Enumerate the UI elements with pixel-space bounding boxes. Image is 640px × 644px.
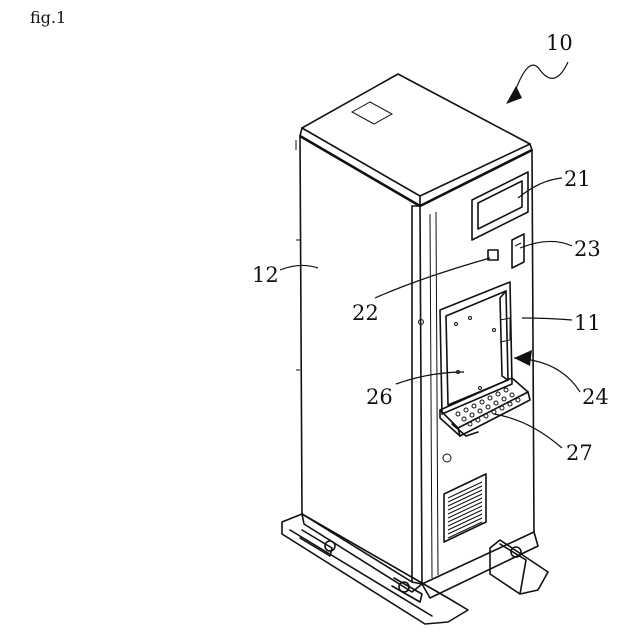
ref-11: 11 bbox=[574, 311, 601, 335]
ref-12: 12 bbox=[252, 263, 279, 287]
card-slot bbox=[512, 234, 524, 268]
arrow-icon bbox=[506, 86, 522, 104]
figure-label: fig.1 bbox=[30, 8, 66, 27]
ref-22: 22 bbox=[352, 301, 379, 325]
ref-26: 26 bbox=[366, 385, 393, 409]
base-frame bbox=[282, 514, 548, 624]
ref-21: 21 bbox=[564, 167, 591, 191]
display-screen bbox=[472, 172, 528, 240]
arrow-icon bbox=[514, 350, 532, 366]
drip-tray bbox=[440, 378, 530, 436]
ref-27: 27 bbox=[566, 441, 593, 465]
ref-10: 10 bbox=[546, 31, 573, 55]
ref-23: 23 bbox=[574, 237, 601, 261]
vent-grille bbox=[444, 474, 486, 542]
ref-24: 24 bbox=[582, 385, 609, 409]
